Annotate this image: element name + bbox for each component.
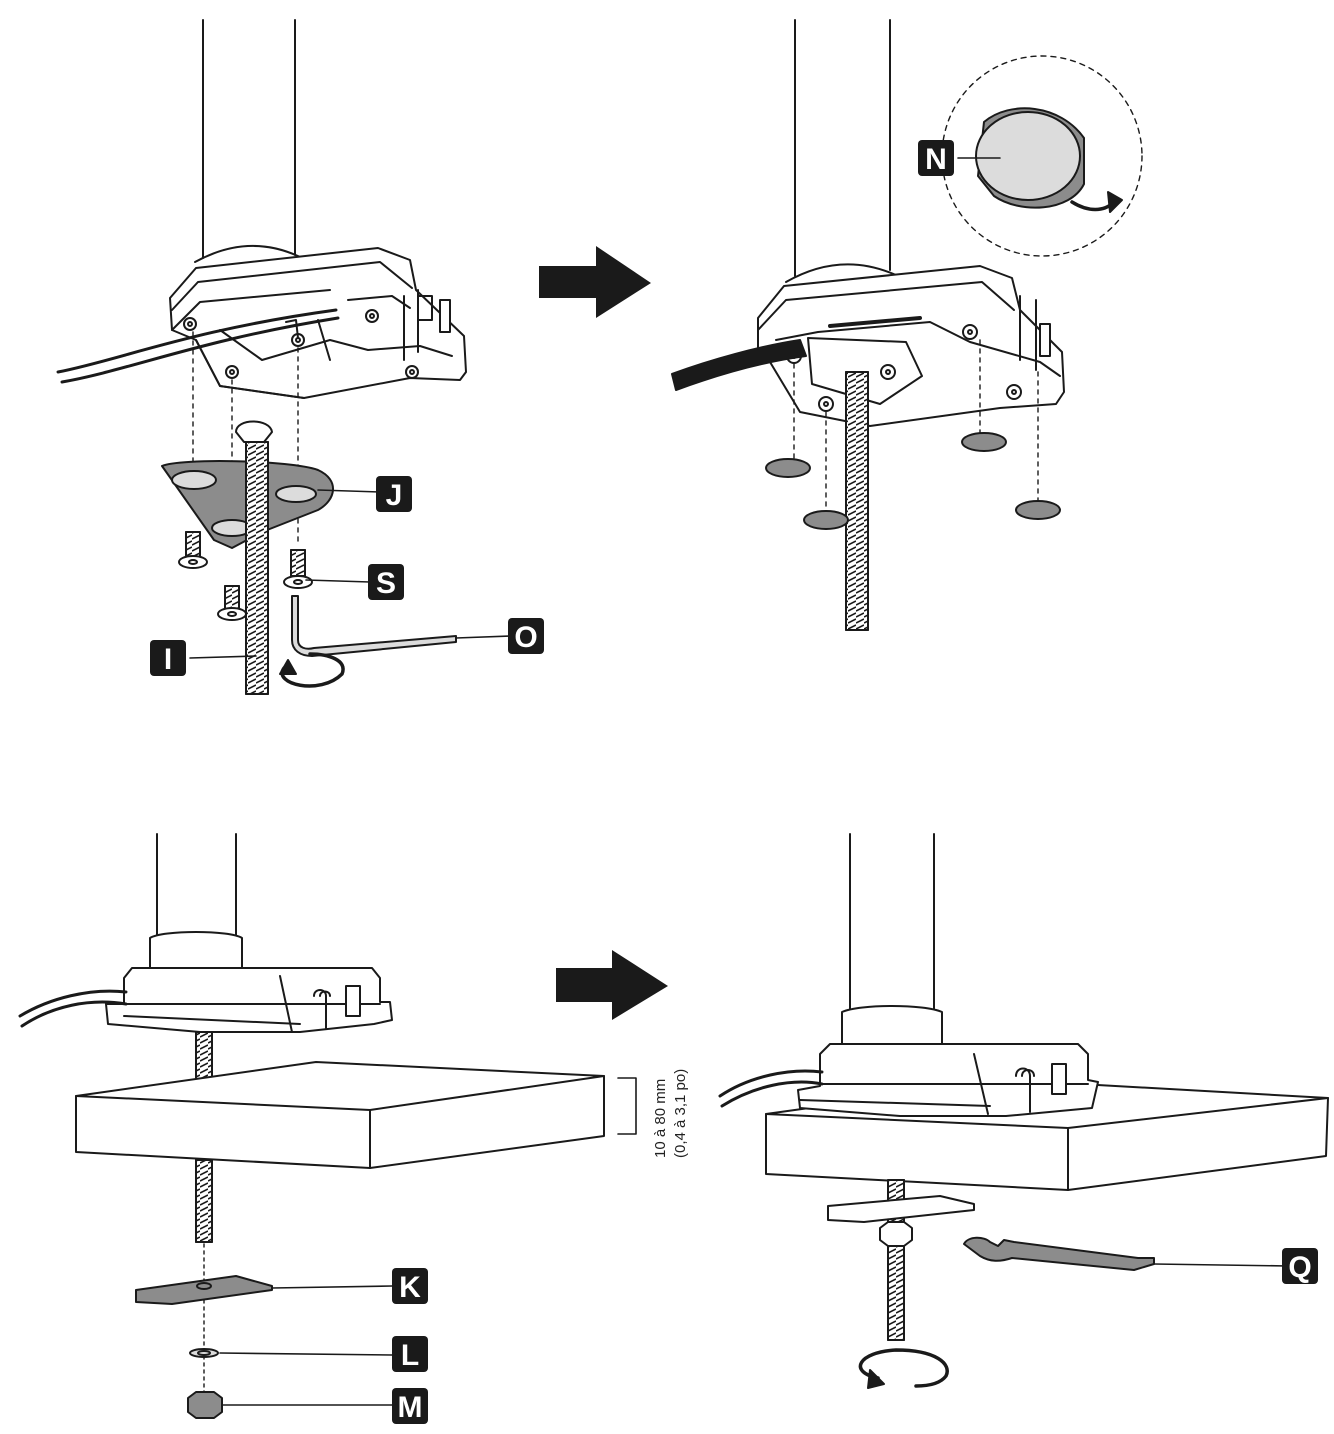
step4-tighten: [718, 833, 1329, 1389]
cable: [18, 989, 128, 1028]
nut: [879, 1221, 913, 1247]
pole: [194, 19, 303, 263]
svg-text:10 à 80 mm: 10 à 80 mm: [652, 1079, 669, 1158]
clamp-base: [169, 247, 467, 399]
step3-desk-insert: [18, 833, 637, 1419]
rotate-arrow: [279, 652, 345, 688]
leader-lines: [219, 1285, 393, 1406]
clamp-base: [105, 967, 393, 1033]
label-m: M: [392, 1388, 428, 1424]
step-arrow-1: [539, 246, 651, 318]
svg-text:J: J: [386, 479, 403, 512]
svg-text:O: O: [514, 621, 537, 654]
svg-text:(0,4 à 3,1 po): (0,4 à 3,1 po): [672, 1069, 689, 1158]
nut-m: [187, 1391, 223, 1419]
svg-text:L: L: [401, 1339, 419, 1372]
clamp-base: [757, 265, 1065, 427]
threaded-rod: [845, 371, 869, 631]
desk-thickness-text: 10 à 80 mm (0,4 à 3,1 po): [652, 1069, 689, 1158]
threaded-rod: [887, 1179, 905, 1341]
pole: [841, 833, 943, 1054]
wrench-q: [963, 1236, 1155, 1271]
plate: [827, 1195, 975, 1223]
label-n: N: [918, 140, 954, 176]
svg-text:I: I: [164, 643, 172, 676]
label-k: K: [392, 1268, 428, 1304]
step1-removal: [56, 19, 511, 695]
label-j: J: [376, 476, 412, 512]
detail-callout: [941, 55, 1143, 257]
cable: [718, 1069, 824, 1108]
svg-text:K: K: [399, 1271, 421, 1304]
threaded-rod-i: [235, 420, 273, 695]
pole: [785, 19, 899, 283]
label-o: O: [508, 618, 544, 654]
svg-text:Q: Q: [1288, 1251, 1311, 1284]
step-arrow-2: [556, 950, 668, 1020]
svg-text:S: S: [376, 567, 396, 600]
cable: [56, 308, 340, 384]
washer-l: [189, 1348, 219, 1358]
label-q: Q: [1282, 1248, 1318, 1284]
plate-k: [135, 1275, 273, 1305]
dimension-bracket: [617, 1077, 637, 1135]
rotate-arrow: [858, 1348, 949, 1389]
guide-lines: [793, 339, 1039, 513]
desk: [75, 1061, 605, 1169]
leader-lines: [189, 489, 511, 659]
rubber-pads: [765, 432, 1061, 530]
label-i: I: [150, 640, 186, 676]
label-s: S: [368, 564, 404, 600]
cable: [671, 339, 807, 391]
pole: [149, 833, 243, 977]
clamp-base: [797, 1043, 1099, 1117]
svg-text:N: N: [925, 143, 947, 176]
step2-pads: [671, 19, 1143, 631]
hex-key-o: [291, 595, 457, 657]
label-l: L: [392, 1336, 428, 1372]
svg-text:M: M: [398, 1391, 423, 1424]
leader-lines: [1153, 1263, 1289, 1267]
screws-s: [178, 531, 313, 621]
